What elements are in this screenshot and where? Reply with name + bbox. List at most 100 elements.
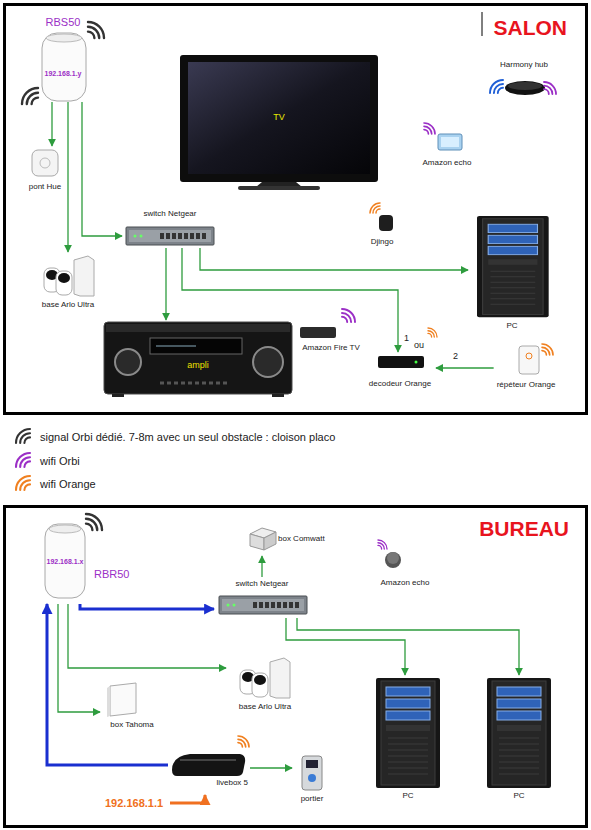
ethernet-link — [286, 618, 405, 675]
comwatt-box: box Comwatt — [246, 524, 334, 556]
device-label: switch Netgear — [236, 579, 289, 589]
decoder-icon — [415, 361, 418, 364]
comwatt-icon — [250, 528, 276, 550]
orbi-router-icon — [49, 525, 81, 533]
room-panel: SALONRBS50192.168.1.yTVHarmony hubAmazon… — [3, 3, 588, 415]
tv-icon — [188, 62, 370, 174]
tahoma-icon — [110, 683, 136, 716]
device-label: livebox 5 — [216, 778, 248, 788]
fire-tv-icon — [342, 309, 355, 322]
amplifier-icon — [112, 394, 124, 397]
device-label: RBS50 — [46, 16, 81, 29]
harmony-icon — [505, 81, 545, 95]
ethernet-backhaul — [80, 604, 214, 609]
intercom-icon — [306, 760, 318, 768]
room-panel: BUREAU 192.168.1.xRBR50 box ComwattAmazon … — [3, 505, 588, 828]
djingo-icon — [370, 203, 380, 213]
livebox-icon — [238, 736, 249, 747]
harmony-icon — [490, 80, 556, 95]
ip-address: 192.168.1.1 — [104, 797, 164, 810]
legend-symbol — [16, 476, 30, 490]
echo: Amazon echo — [414, 130, 480, 172]
legend-symbol — [16, 429, 30, 490]
network-switch: switch Netgear — [214, 577, 310, 618]
amplifier-icon — [104, 322, 292, 394]
callout-number: 1 — [403, 333, 410, 344]
amplifier-icon — [106, 324, 290, 332]
intercom-icon — [302, 756, 322, 790]
device-label: PC — [513, 791, 524, 801]
echo-icon — [424, 123, 462, 150]
repeater-icon — [542, 344, 553, 355]
fire-tv-icon — [300, 327, 336, 338]
label-anchor: 2 — [452, 351, 459, 362]
switch-icon — [219, 596, 307, 614]
legend-text: signal Orbi dédié. 7-8m avec un seul obs… — [40, 431, 335, 444]
livebox-icon — [180, 759, 236, 761]
amplifier: ampli — [102, 320, 294, 398]
legend-symbol — [16, 429, 30, 443]
amplifier-icon — [272, 394, 284, 397]
orbi-satellite-icon — [42, 33, 86, 101]
echo-icon — [385, 552, 401, 568]
ethernet-link — [182, 248, 398, 352]
device-label: box Comwatt — [278, 534, 325, 544]
label-anchor: wifi Orbi — [40, 455, 80, 468]
decoder-icon — [378, 356, 424, 368]
orbi-router: 192.168.1.xRBR50 — [40, 520, 144, 604]
wifi-dedicated-icon — [22, 88, 38, 104]
ethernet-link — [297, 618, 519, 675]
device-label: TV — [273, 112, 285, 123]
tahoma-box: box Tahoma — [100, 680, 164, 734]
device-label: PC — [402, 791, 413, 801]
pc: PC — [481, 675, 557, 808]
label-anchor: 192.168.1.1 — [104, 797, 164, 810]
callout-number: 2 — [452, 351, 459, 362]
text-cursor — [482, 12, 483, 36]
amplifier-icon — [115, 349, 141, 375]
fire-tv: Amazon Fire TV — [294, 323, 368, 355]
device-label: Amazon echo — [423, 158, 472, 168]
comwatt-icon — [264, 532, 276, 550]
ethernet-link — [67, 102, 68, 252]
echo-icon — [378, 540, 387, 549]
ethernet-backhaul — [47, 604, 168, 765]
legend-text: wifi Orbi — [40, 455, 80, 468]
harmony-icon — [544, 82, 556, 94]
ip-address: 192.168.1.y — [45, 70, 82, 78]
arlo-icon — [240, 658, 290, 698]
echo-icon — [424, 123, 435, 134]
device-label: Amazon echo — [381, 578, 430, 588]
pc-icon — [477, 216, 549, 317]
ethernet-link — [200, 248, 468, 270]
ethernet-link — [58, 604, 100, 712]
hue-bridge-icon — [32, 150, 58, 176]
djingo: Djingo — [364, 205, 400, 251]
orbi-satellite-icon — [42, 33, 86, 101]
device-label: portier — [301, 794, 324, 804]
echo-icon — [441, 137, 459, 147]
intercom-icon — [302, 756, 322, 790]
harmony-hub: Harmony hub — [490, 58, 558, 102]
pc: PC — [370, 675, 446, 808]
echo-icon — [387, 552, 399, 564]
device-label: pont Hue — [29, 182, 61, 192]
pc: PC — [468, 214, 556, 338]
tv: TV — [180, 55, 378, 190]
djingo-icon — [370, 203, 393, 231]
device-label: base Arlo Ultra — [42, 300, 94, 310]
djingo-icon — [379, 215, 393, 231]
harmony-icon — [508, 82, 542, 90]
amplifier-icon — [160, 382, 230, 385]
hue-bridge: pont Hue — [26, 146, 64, 194]
arlo-base: base Arlo Ultra — [226, 654, 304, 716]
label-anchor: wifi Orange — [40, 478, 96, 491]
tv-icon — [238, 186, 320, 190]
room-title: BUREAU — [479, 516, 569, 541]
arlo-icon — [44, 256, 94, 296]
device-label: Djingo — [371, 237, 394, 247]
wan-arrow — [170, 795, 205, 803]
decoder-icon — [428, 328, 437, 337]
amplifier-icon — [253, 347, 283, 377]
